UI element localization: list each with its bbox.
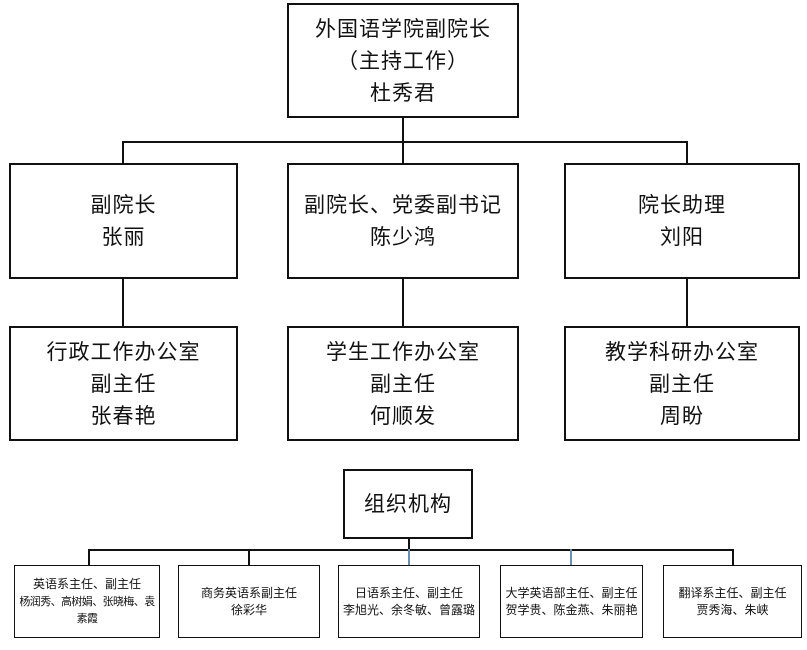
connector-top-down (402, 118, 404, 142)
connector-right-down (686, 141, 688, 163)
department-box: 翻译系主任、副主任 贾秀海、朱峡 (663, 565, 802, 638)
department-box: 大学英语部主任、副主任 贺学贵、陈金燕、朱丽艳 (500, 565, 643, 638)
office-name: 学生工作办公室 (326, 339, 480, 364)
department-box: 英语系主任、副主任 杨润秀、高树娟、张晓梅、袁素霞 (14, 565, 160, 638)
connector-dept-horizontal (88, 549, 734, 551)
department-members: 贾秀海、朱峡 (696, 602, 769, 617)
department-title: 英语系主任、副主任 (32, 577, 141, 591)
office-person: 周盼 (660, 403, 704, 428)
deputy-name: 陈少鸿 (370, 225, 436, 249)
deputy-box: 副院长 张丽 (9, 163, 238, 279)
deputy-name: 刘阳 (660, 225, 704, 249)
connector-left-office (122, 278, 124, 326)
deputy-title: 副院长 (90, 193, 157, 217)
office-box: 学生工作办公室 副主任 何顺发 (287, 326, 519, 441)
connector-dept-5 (732, 549, 734, 565)
org-structure-label: 组织机构 (364, 492, 452, 516)
connector-horizontal-top (122, 141, 688, 143)
office-role: 副主任 (649, 371, 715, 396)
connector-dept-2 (248, 549, 250, 565)
office-role: 副主任 (90, 371, 157, 396)
deputy-box: 副院长、党委副书记 陈少鸿 (287, 163, 519, 279)
office-person: 张春艳 (90, 403, 157, 428)
department-title: 商务英语系副主任 (200, 585, 297, 600)
department-members: 贺学贵、陈金燕、朱丽艳 (505, 602, 638, 617)
connector-dept-3 (408, 549, 410, 565)
connector-right-office (686, 278, 688, 326)
deputy-title: 院长助理 (638, 193, 726, 217)
office-role: 副主任 (370, 371, 436, 396)
department-title: 日语系主任、副主任 (354, 585, 463, 600)
connector-middle-down (402, 141, 404, 163)
department-box: 商务英语系副主任 徐彩华 (178, 565, 320, 638)
department-members: 杨润秀、高树娟、张晓梅、袁素霞 (19, 595, 155, 625)
top-leader-note: （主持工作） (337, 48, 469, 73)
office-name: 教学科研办公室 (605, 339, 759, 364)
connector-middle-office (402, 278, 404, 326)
department-members: 李旭光、余冬敏、曾露璐 (342, 602, 475, 617)
connector-left-down (122, 141, 124, 163)
department-title: 大学英语部主任、副主任 (505, 585, 638, 600)
deputy-title: 副院长、党委副书记 (304, 193, 502, 217)
top-leader-name: 杜秀君 (370, 80, 436, 105)
deputy-box: 院长助理 刘阳 (564, 163, 800, 279)
office-person: 何顺发 (370, 403, 436, 428)
org-structure-box: 组织机构 (343, 469, 473, 539)
deputy-name: 张丽 (101, 225, 146, 249)
top-leader-title: 外国语学院副院长 (315, 16, 491, 41)
department-members: 徐彩华 (230, 602, 267, 617)
department-title: 翻译系主任、副主任 (678, 585, 787, 600)
office-box: 教学科研办公室 副主任 周盼 (564, 326, 800, 441)
connector-dept-1 (88, 549, 90, 565)
office-name: 行政工作办公室 (46, 339, 201, 364)
department-box: 日语系主任、副主任 李旭光、余冬敏、曾露璐 (338, 565, 480, 638)
top-leader-box: 外国语学院副院长 （主持工作） 杜秀君 (287, 3, 519, 118)
office-box: 行政工作办公室 副主任 张春艳 (9, 326, 238, 441)
connector-org-down (408, 538, 410, 550)
connector-dept-4 (570, 549, 572, 565)
